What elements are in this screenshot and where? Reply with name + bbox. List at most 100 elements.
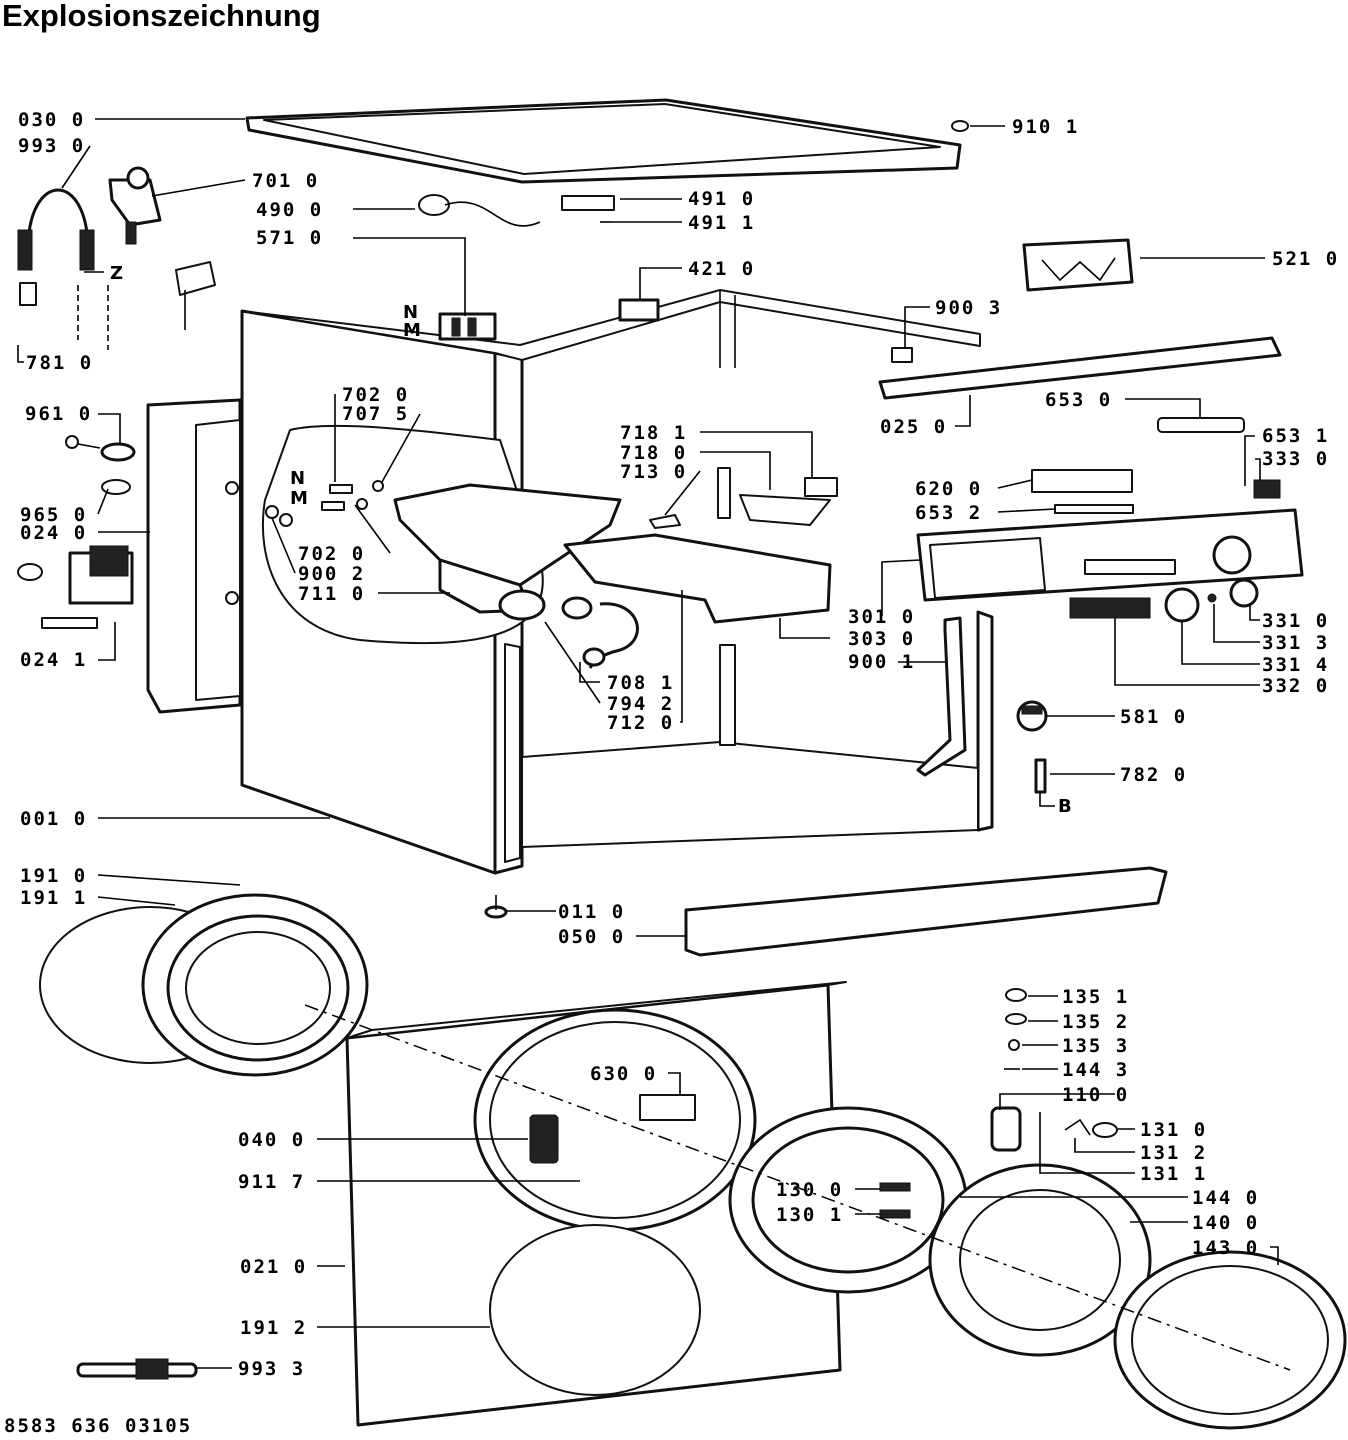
label-712-0: 712 0 bbox=[607, 712, 674, 734]
label-131-2: 131 2 bbox=[1140, 1142, 1207, 1164]
leader-lines bbox=[17, 118, 1279, 1369]
label-620-0: 620 0 bbox=[915, 478, 982, 500]
label-711-0: 711 0 bbox=[298, 583, 365, 605]
label-571-0: 571 0 bbox=[256, 227, 323, 249]
detergent-dispenser bbox=[261, 424, 832, 645]
document-number: 8583 636 03105 bbox=[4, 1415, 193, 1437]
label-143-0: 143 0 bbox=[1192, 1237, 1259, 1259]
label-135-2: 135 2 bbox=[1062, 1011, 1129, 1033]
marker-m-mid: M bbox=[290, 488, 308, 509]
label-781-0: 781 0 bbox=[26, 352, 93, 374]
label-135-1: 135 1 bbox=[1062, 986, 1129, 1008]
door-frame-outer bbox=[1113, 1250, 1347, 1430]
mains-cable bbox=[418, 194, 615, 227]
label-130-1: 130 1 bbox=[776, 1204, 843, 1226]
label-191-0: 191 0 bbox=[20, 865, 87, 887]
wiring-harness bbox=[916, 616, 967, 777]
marker-n-mid: N bbox=[290, 468, 305, 489]
letter-markers: Z N M N M B bbox=[110, 263, 1072, 817]
valve-718 bbox=[804, 477, 838, 497]
label-025-0: 025 0 bbox=[880, 416, 947, 438]
label-021-0: 021 0 bbox=[240, 1256, 307, 1278]
label-303-0: 303 0 bbox=[848, 628, 915, 650]
part-number-labels: 030 0 993 0 701 0 490 0 571 0 781 0 491 … bbox=[18, 109, 1339, 1380]
label-024-0: 024 0 bbox=[20, 522, 87, 544]
control-panel bbox=[916, 508, 1304, 602]
label-653-1: 653 1 bbox=[1262, 425, 1329, 447]
hose-782 bbox=[1034, 758, 1047, 794]
label-110-0: 110 0 bbox=[1062, 1084, 1129, 1106]
label-911-7: 911 7 bbox=[238, 1171, 305, 1193]
terminal-block bbox=[438, 312, 497, 341]
label-144-3: 144 3 bbox=[1062, 1059, 1129, 1081]
inlet-hose-connector bbox=[17, 188, 95, 306]
drain-hose bbox=[561, 596, 639, 669]
label-050-0: 050 0 bbox=[558, 926, 625, 948]
label-131-0: 131 0 bbox=[1140, 1119, 1207, 1141]
drain-pump bbox=[17, 435, 136, 629]
electronic-module bbox=[1022, 238, 1134, 292]
label-521-0: 521 0 bbox=[1272, 248, 1339, 270]
pressure-switch bbox=[1016, 700, 1048, 732]
inlet-valve bbox=[108, 166, 216, 330]
label-713-0: 713 0 bbox=[620, 461, 687, 483]
label-332-0: 332 0 bbox=[1262, 675, 1329, 697]
door-handle bbox=[990, 1106, 1118, 1152]
label-702-0-mid: 702 0 bbox=[298, 543, 365, 565]
label-144-0: 144 0 bbox=[1192, 1187, 1259, 1209]
screw-910 bbox=[951, 120, 969, 132]
label-630-0: 630 0 bbox=[590, 1063, 657, 1085]
label-900-1: 900 1 bbox=[848, 651, 915, 673]
label-900-3: 900 3 bbox=[935, 297, 1002, 319]
button-strip bbox=[1069, 597, 1151, 619]
label-331-3: 331 3 bbox=[1262, 632, 1329, 654]
dispenser-small-parts bbox=[265, 480, 384, 527]
label-491-1: 491 1 bbox=[688, 212, 755, 234]
label-130-0: 130 0 bbox=[776, 1179, 843, 1201]
label-961-0: 961 0 bbox=[25, 403, 92, 425]
top-cover bbox=[245, 98, 962, 184]
label-993-0: 993 0 bbox=[18, 135, 85, 157]
label-333-0: 333 0 bbox=[1262, 448, 1329, 470]
knob-assembly bbox=[1164, 578, 1259, 623]
label-993-3: 993 3 bbox=[238, 1358, 305, 1380]
label-653-0: 653 0 bbox=[1045, 389, 1112, 411]
label-702-0-top: 702 0 bbox=[342, 384, 409, 406]
marker-b: B bbox=[1058, 796, 1072, 817]
label-001-0: 001 0 bbox=[20, 808, 87, 830]
label-140-0: 140 0 bbox=[1192, 1212, 1259, 1234]
label-135-3: 135 3 bbox=[1062, 1035, 1129, 1057]
door-seal bbox=[39, 893, 369, 1077]
label-581-0: 581 0 bbox=[1120, 706, 1187, 728]
label-030-0: 030 0 bbox=[18, 109, 85, 131]
label-718-0: 718 0 bbox=[620, 442, 687, 464]
label-131-1: 131 1 bbox=[1140, 1163, 1207, 1185]
label-490-0: 490 0 bbox=[256, 199, 323, 221]
label-707-5: 707 5 bbox=[342, 403, 409, 425]
adjustable-foot bbox=[484, 895, 508, 919]
center-line-door bbox=[304, 1004, 1291, 1371]
back-panel bbox=[146, 398, 242, 714]
label-653-2: 653 2 bbox=[915, 502, 982, 524]
marker-n-top: N bbox=[403, 302, 418, 323]
label-011-0: 011 0 bbox=[558, 901, 625, 923]
label-708-1: 708 1 bbox=[607, 672, 674, 694]
label-701-0: 701 0 bbox=[252, 170, 319, 192]
plinth bbox=[684, 866, 1168, 957]
door-frame-inner bbox=[728, 1106, 968, 1294]
front-panel bbox=[345, 981, 847, 1427]
spring-333 bbox=[1253, 479, 1281, 499]
label-491-0: 491 0 bbox=[688, 188, 755, 210]
label-301-0: 301 0 bbox=[848, 606, 915, 628]
door-glass bbox=[928, 1163, 1152, 1357]
page-title: Explosionszeichnung bbox=[2, 0, 321, 33]
hinge-630 bbox=[639, 1094, 696, 1121]
label-965-0: 965 0 bbox=[20, 504, 87, 526]
spanner bbox=[76, 1358, 198, 1380]
label-191-1: 191 1 bbox=[20, 887, 87, 909]
door-lock bbox=[529, 1114, 559, 1164]
label-191-2: 191 2 bbox=[240, 1317, 307, 1339]
display-pcb bbox=[1031, 469, 1134, 514]
label-900-2: 900 2 bbox=[298, 563, 365, 585]
